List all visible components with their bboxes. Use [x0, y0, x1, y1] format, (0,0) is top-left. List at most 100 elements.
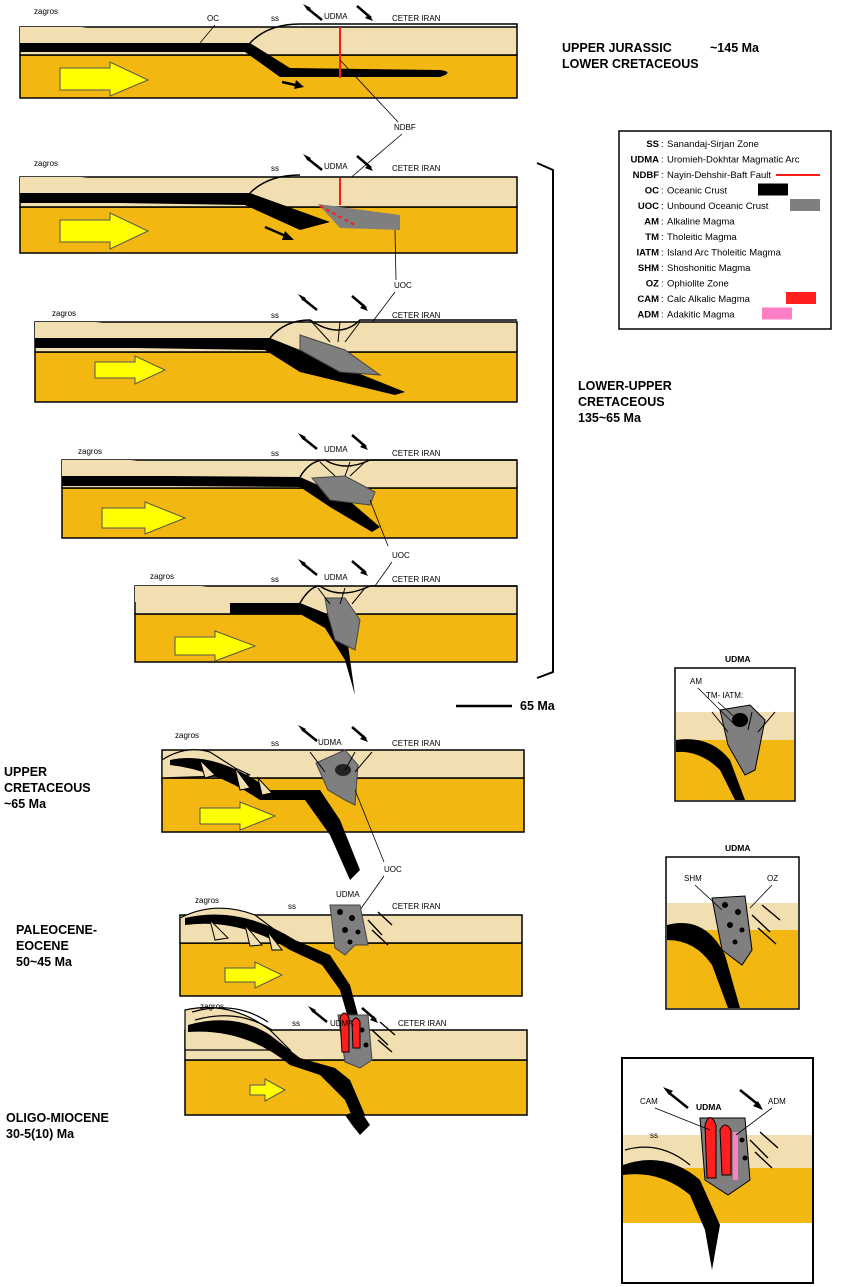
legend-text: Calc Alkalic Magma — [667, 294, 751, 305]
panel-8-oligo-miocene: zagros ss UDMA CETER IRAN — [184, 1002, 528, 1135]
zagros-label: zagros — [150, 572, 174, 581]
legend-text: Nayin-Dehshir-Baft Fault — [667, 170, 771, 181]
udma-label: UDMA — [324, 573, 348, 582]
legend-colon: : — [661, 186, 664, 197]
ceter-iran-label: CETER IRAN — [392, 902, 441, 911]
am-label: AM — [690, 677, 702, 686]
ceter-iran-label: CETER IRAN — [392, 14, 441, 23]
ss-label: ss — [271, 739, 279, 748]
legend-abbr: NDBF — [633, 170, 660, 181]
panel-1-upper-jurassic: zagros OC ss UDMA CETER IRAN — [19, 4, 518, 99]
legend-row-uoc: UOC:Unbound Oceanic Crust — [638, 199, 820, 212]
legend-colon: : — [661, 139, 664, 150]
legend-row-oc: OC:Oceanic Crust — [645, 183, 788, 197]
ss-label: ss — [292, 1019, 300, 1028]
inset-udma-shm-oz: UDMA SHM OZ — [665, 843, 800, 1010]
panel-6-upper-cretaceous: zagros ss UDMA CETER IRAN — [161, 725, 525, 880]
zagros-label: zagros — [34, 159, 58, 168]
cam-label: CAM — [640, 1097, 658, 1106]
era-2-line-1: LOWER-UPPER — [578, 379, 672, 393]
legend-row-ndbf: NDBF:Nayin-Dehshir-Baft Fault — [633, 170, 820, 181]
panel-7-paleocene-eocene: zagros ss UDMA CETER IRAN — [179, 890, 523, 1032]
oc-label: OC — [207, 14, 219, 23]
legend-text: Sanandaj-Sirjan Zone — [667, 139, 759, 150]
shm-label: SHM — [684, 874, 702, 883]
panel-5-lower-cretaceous-d: zagros ss UDMA CETER IRAN — [134, 559, 518, 695]
legend-colon: : — [661, 263, 664, 274]
legend-colon: : — [661, 217, 664, 228]
era-3-line-3: ~65 Ma — [4, 797, 47, 811]
oz-label: OZ — [767, 874, 778, 883]
udma-label: UDMA — [318, 738, 342, 747]
legend-text: Alkaline Magma — [667, 217, 735, 228]
era-3-line-2: CRETACEOUS — [4, 781, 91, 795]
ss-label: ss — [288, 902, 296, 911]
inset-2-title: UDMA — [725, 843, 751, 853]
legend-colon: : — [661, 155, 664, 166]
legend-text: Tholeitic Magma — [667, 232, 737, 243]
zagros-label: zagros — [52, 309, 76, 318]
legend-text: Ophiolite Zone — [667, 279, 729, 290]
legend-row-iatm: IATM:Island Arc Tholeitic Magma — [636, 248, 781, 259]
legend-abbr: OZ — [646, 279, 659, 290]
legend-abbr: SHM — [638, 263, 659, 274]
legend-row-am: AM:Alkaline Magma — [644, 217, 735, 228]
ss-label: ss — [271, 575, 279, 584]
legend-row-udma: UDMA:Uromieh-Dokhtar Magmatic Arc — [631, 155, 800, 166]
ss-label: ss — [650, 1131, 658, 1140]
legend-text: Island Arc Tholeitic Magma — [667, 248, 782, 259]
era-1-age: ~145 Ma — [710, 41, 760, 55]
legend-text: Adakitic Magma — [667, 310, 735, 321]
zagros-label: zagros — [175, 731, 199, 740]
era-1-line-2: LOWER CRETACEOUS — [562, 57, 699, 71]
era-bracket — [536, 162, 554, 679]
adm-label: ADM — [768, 1097, 786, 1106]
ceter-iran-label: CETER IRAN — [392, 449, 441, 458]
legend-abbr: IATM — [636, 248, 659, 259]
zagros-label: zagros — [195, 896, 219, 905]
zagros-label: zagros — [34, 7, 58, 16]
era-5-line-2: 30-5(10) Ma — [6, 1127, 75, 1141]
legend-row-ss: SS:Sanandaj-Sirjan Zone — [646, 139, 759, 150]
legend-row-oz: OZ:Ophiolite Zone — [646, 279, 729, 290]
ss-label: ss — [271, 311, 279, 320]
inset-1-title: UDMA — [725, 654, 751, 664]
ss-label: ss — [271, 14, 279, 23]
legend-abbr: TM — [645, 232, 659, 243]
inset-udma-am-tm: UDMA AM TM- IATM: — [674, 654, 796, 802]
legend-swatch-adm — [762, 307, 792, 320]
udma-label: UDMA — [324, 162, 348, 171]
udma-label: UDMA — [324, 445, 348, 454]
era-4-line-2: EOCENE — [16, 939, 69, 953]
uoc-label: UOC — [392, 551, 410, 560]
legend-row-adm: ADM:Adakitic Magma — [637, 307, 792, 321]
era-3-line-1: UPPER — [4, 765, 47, 779]
era-2-line-2: CRETACEOUS — [578, 395, 665, 409]
legend-abbr: OC — [645, 186, 659, 197]
era-4-line-3: 50~45 Ma — [16, 955, 73, 969]
era-1-line-1: UPPER JURASSIC — [562, 41, 672, 55]
zagros-label: zagros — [200, 1002, 224, 1011]
inset-3-title: UDMA — [696, 1102, 722, 1112]
legend-abbr: UOC — [638, 201, 659, 212]
ss-label: ss — [271, 449, 279, 458]
ceter-iran-label: CETER IRAN — [392, 575, 441, 584]
legend-colon: : — [661, 232, 664, 243]
legend-swatch-uoc — [790, 199, 820, 211]
legend-text: Uromieh-Dokhtar Magmatic Arc — [667, 155, 800, 166]
legend-colon: : — [661, 170, 664, 181]
ceter-iran-label: CETER IRAN — [392, 164, 441, 173]
legend-text: Shoshonitic Magma — [667, 263, 751, 274]
era-5-line-1: OLIGO-MIOCENE — [6, 1111, 109, 1125]
legend-abbr: AM — [644, 217, 659, 228]
inset-udma-cam-adm: CAM UDMA ADM ss — [621, 1057, 814, 1284]
uoc-label: UOC — [384, 865, 402, 874]
zagros-label: zagros — [78, 447, 102, 456]
legend-abbr: UDMA — [631, 155, 660, 166]
ceter-iran-label: CETER IRAN — [392, 739, 441, 748]
uoc-label: UOC — [394, 281, 412, 290]
legend-colon: : — [661, 279, 664, 290]
udma-label: UDMA — [336, 890, 360, 899]
legend-swatch-oc — [758, 183, 788, 196]
